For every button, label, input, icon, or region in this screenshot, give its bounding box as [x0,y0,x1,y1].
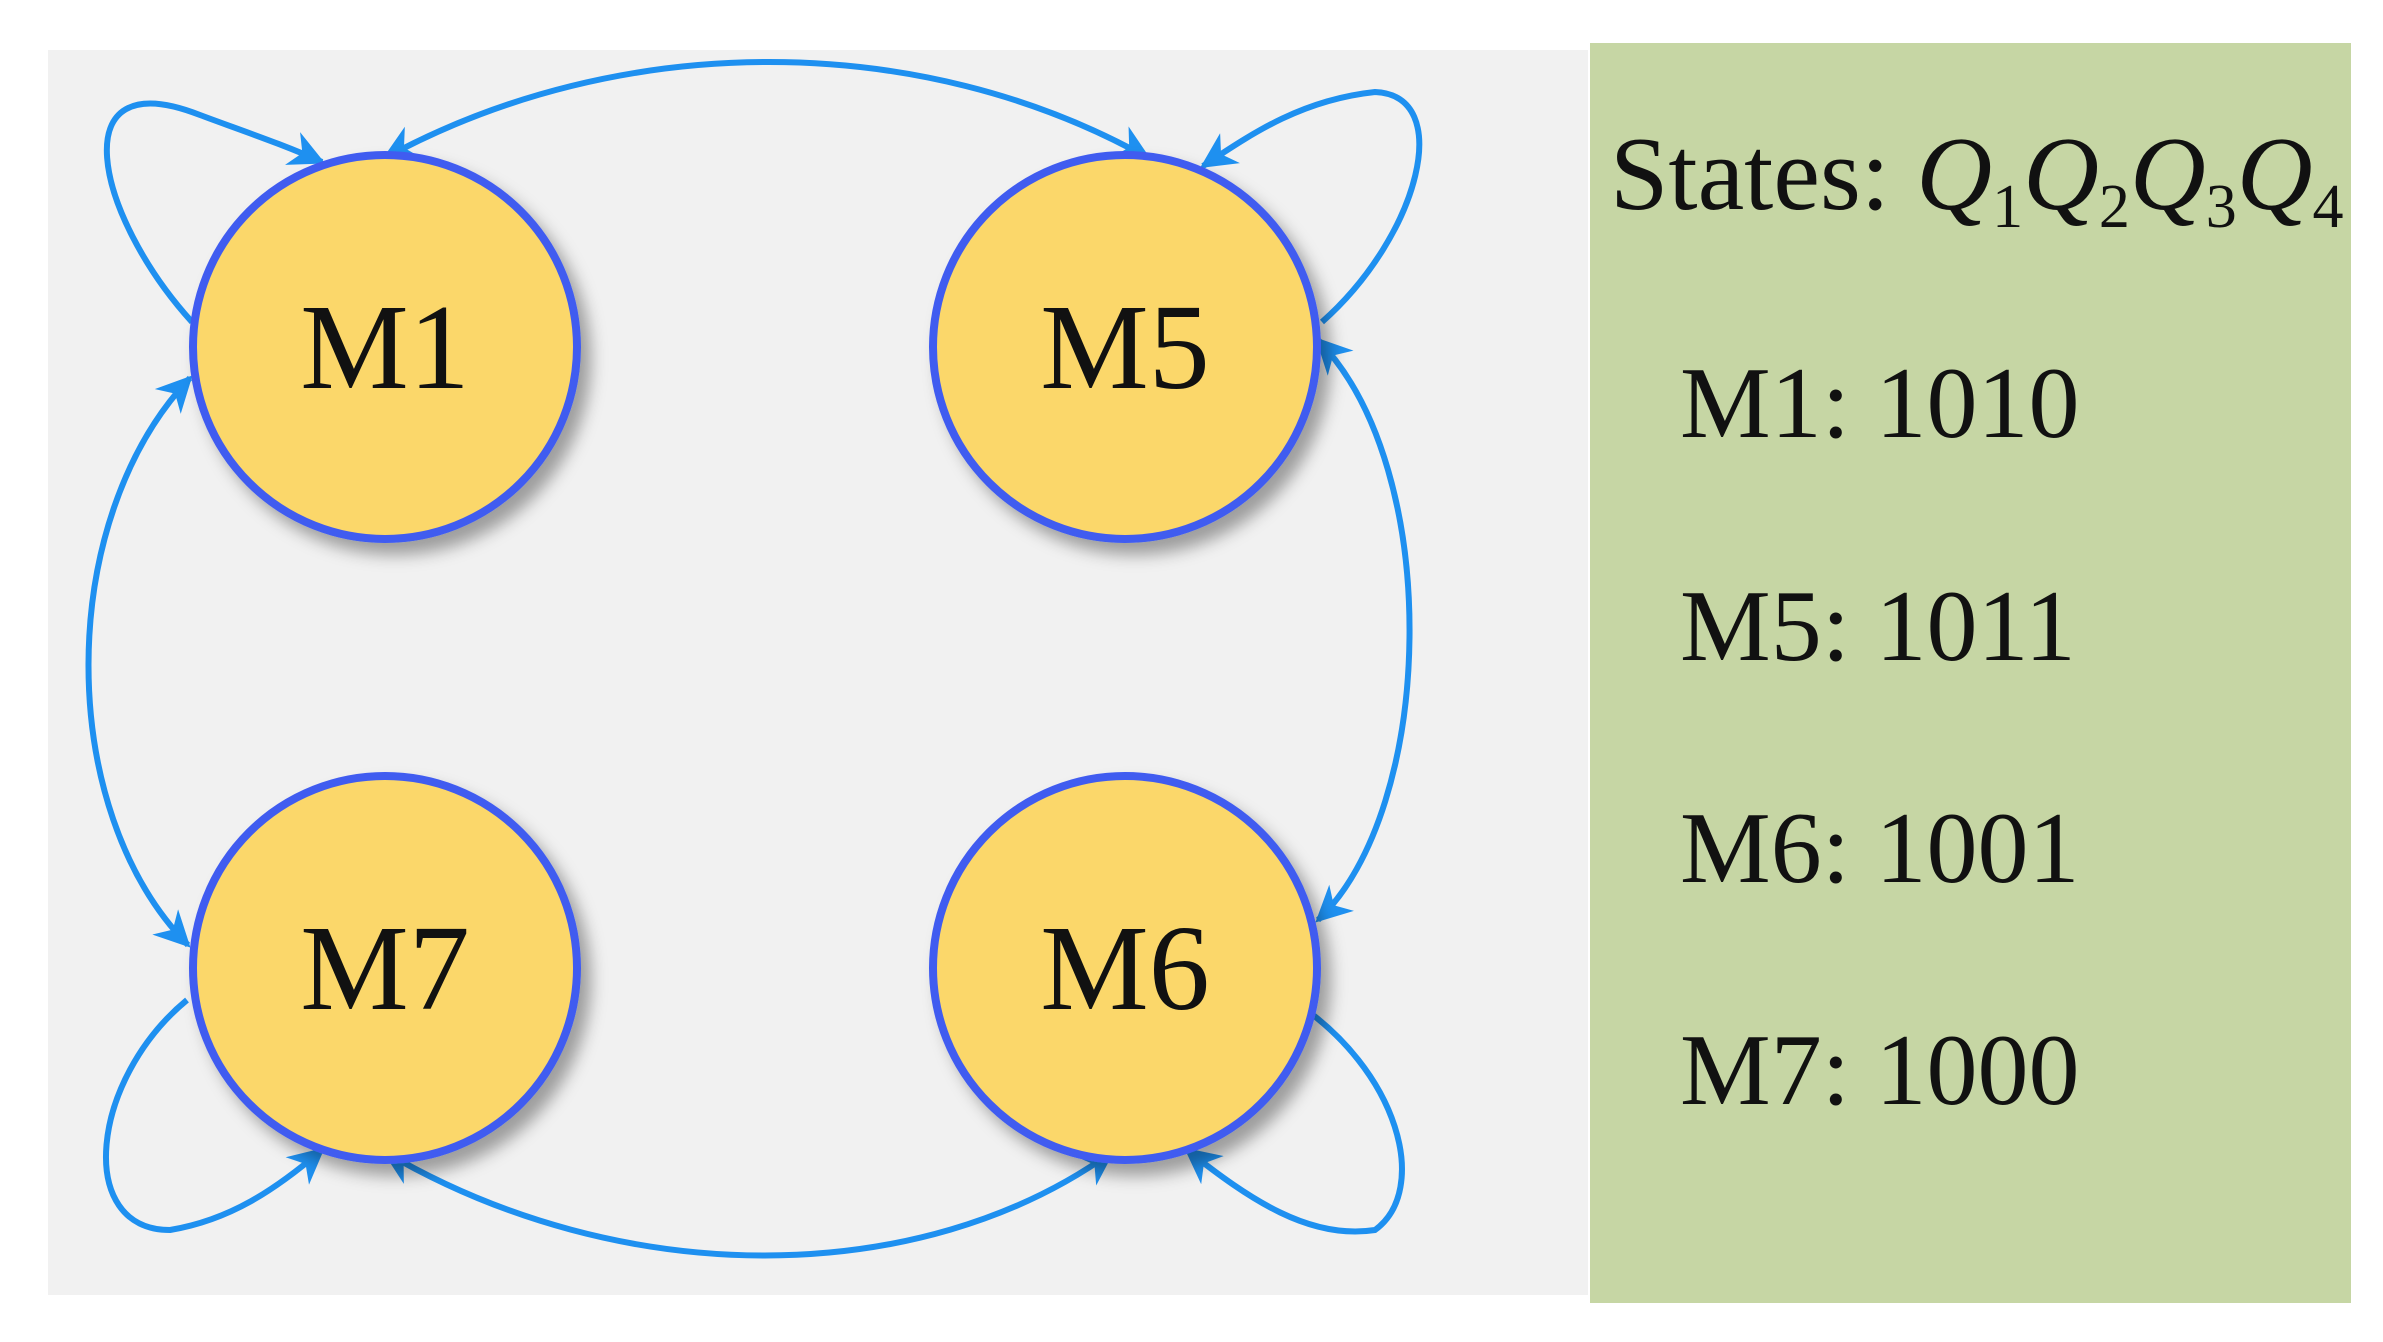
node-m1: M1 [189,151,581,543]
node-m5-label: M5 [1040,280,1209,415]
legend-title: States: Q1Q2Q3Q4 [1610,121,2344,238]
node-m6-label: M6 [1040,901,1209,1036]
legend-q4: Q4 [2236,115,2344,241]
legend-q3: Q3 [2129,115,2237,241]
legend-row-m7: M7: 1000 [1680,1014,2080,1127]
edge-m5-self-loop [1199,88,1423,325]
state-diagram: M1 M5 M7 M6 [85,59,1423,1259]
legend-row-m1: M1: 1010 [1680,347,2080,460]
edge-m5-m6 [1315,337,1413,923]
edge-m6-self-loop [1184,997,1405,1235]
edge-m1-m5 [381,59,1152,161]
legend-row-m6: M6: 1001 [1680,792,2080,905]
legend-q1: Q1 [1916,115,2024,241]
legend-row-m5: M5: 1011 [1680,570,2076,683]
legend-title-prefix: States: [1610,115,1917,232]
node-m7-label: M7 [300,901,469,1036]
node-m6-circle [929,772,1321,1164]
legend-q2: Q2 [2023,115,2130,241]
edges [85,59,1423,1259]
node-m5: M5 [929,151,1321,543]
edge-m1-m7 [85,375,193,948]
edge-m1-self-loop [103,100,326,325]
node-m7-circle [189,772,581,1164]
node-m1-label: M1 [300,280,469,415]
node-m7: M7 [189,772,581,1164]
edge-m7-m6 [381,1149,1115,1259]
node-m1-circle [189,151,581,543]
state-encoding-legend: States: Q1Q2Q3Q4 M1: 1010 M5: 1011 M6: 1… [1590,43,2351,1303]
node-m6: M6 [929,772,1321,1164]
edge-m7-self-loop [103,997,325,1234]
node-m5-circle [929,151,1321,543]
